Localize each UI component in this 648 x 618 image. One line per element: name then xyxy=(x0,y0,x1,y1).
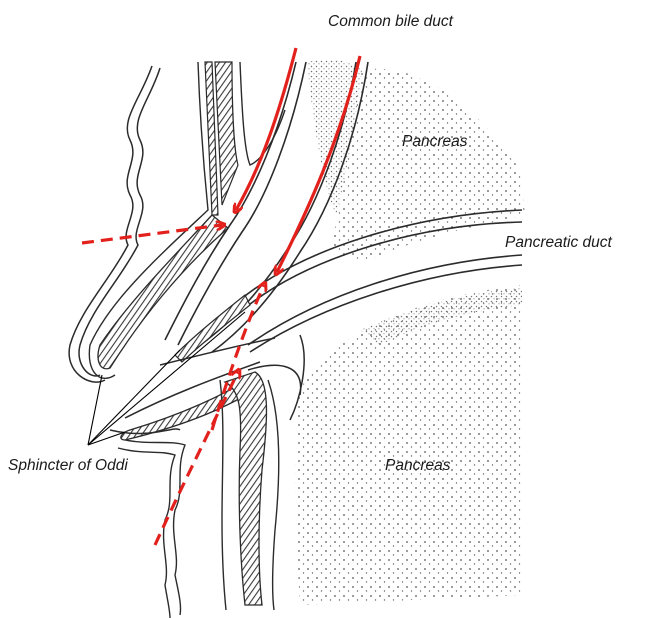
label-pancreas-lower: Pancreas xyxy=(385,457,451,474)
duodenal-wall-upper xyxy=(69,62,285,382)
pancreas-upper-region xyxy=(307,60,525,262)
label-sphincter-of-oddi: Sphincter of Oddi xyxy=(8,457,128,474)
label-pancreas-upper: Pancreas xyxy=(402,133,468,150)
label-common-bile-duct: Common bile duct xyxy=(328,13,454,30)
pancreas-lower-region xyxy=(295,285,522,605)
ampulla xyxy=(110,335,304,434)
label-pancreatic-duct: Pancreatic duct xyxy=(505,234,613,251)
bile-flow-arrow-solid-left xyxy=(236,48,296,210)
